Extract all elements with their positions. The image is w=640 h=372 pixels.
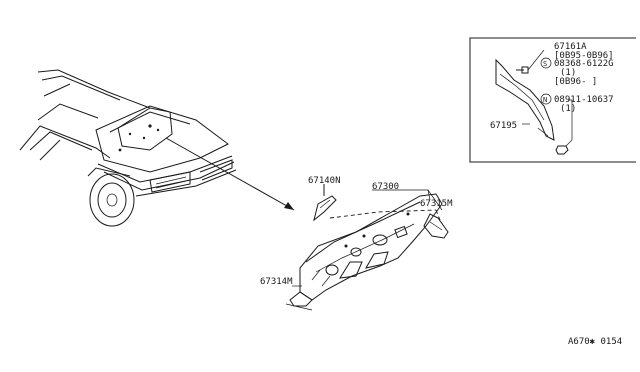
label-nut-part: 08911-10637 xyxy=(554,95,614,105)
inset-detail xyxy=(469,37,636,163)
label-screw-range: [0B96- ] xyxy=(554,77,597,87)
label-67195: 67195 xyxy=(490,121,517,131)
label-screw-part: 08368-6122G xyxy=(554,59,614,69)
label-67315M: 67315M xyxy=(420,199,453,209)
label-67140N: 67140N xyxy=(308,176,341,186)
label-67300: 67300 xyxy=(372,182,399,192)
screw-symbol: S xyxy=(543,60,547,68)
label-67314M: 67314M xyxy=(260,277,293,287)
nut-symbol: N xyxy=(543,96,547,104)
diagram-code: A670✱ 0154 xyxy=(568,337,622,347)
car-illustration xyxy=(19,69,295,227)
dash-insulator-assembly xyxy=(285,184,449,311)
label-67161A: 67161A xyxy=(554,42,587,52)
label-nut-qty: (1) xyxy=(560,104,576,114)
label-screw-qty: (1) xyxy=(560,68,576,78)
label-clip-range: [0B95-0B96] xyxy=(554,51,614,61)
